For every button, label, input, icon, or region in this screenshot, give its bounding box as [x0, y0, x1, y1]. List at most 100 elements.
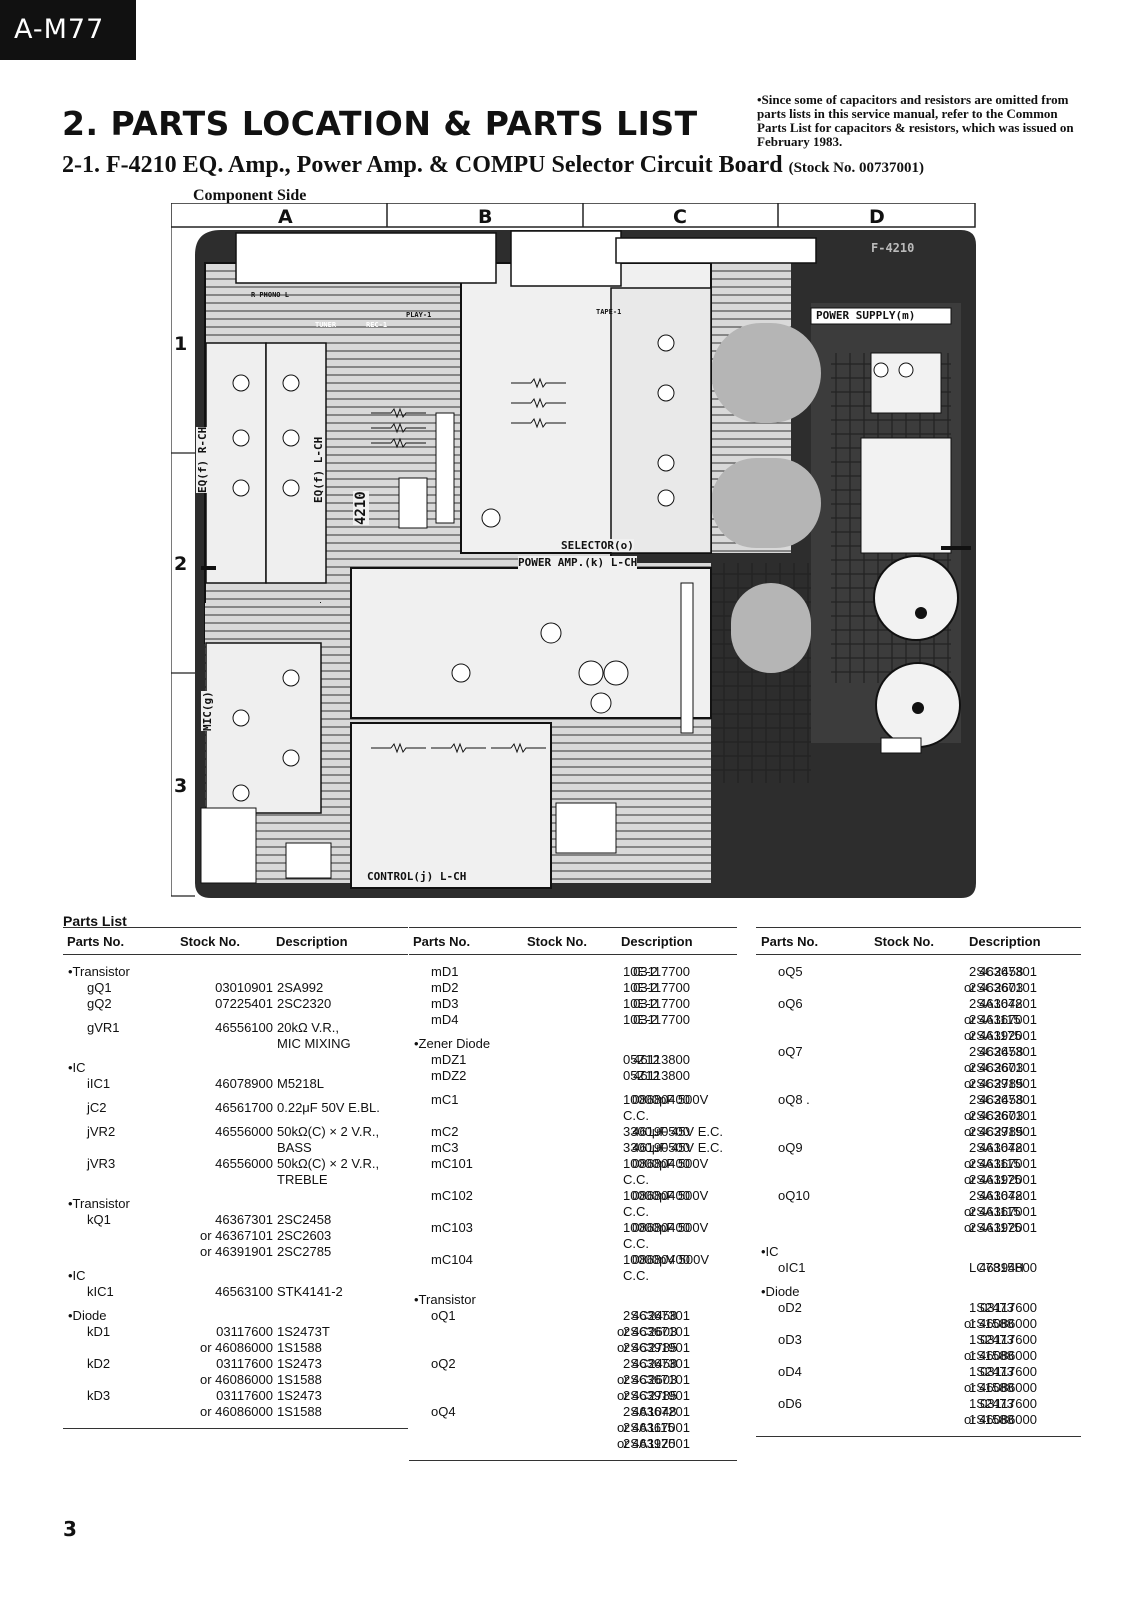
category-label: •Diode	[761, 1284, 800, 1299]
parts-list-column-1: Parts No. Stock No. Description •Transis…	[63, 927, 408, 1429]
stock-no: 08680400	[632, 1220, 690, 1235]
part-row: C.C.	[409, 1236, 737, 1252]
section-title: 2. PARTS LOCATION & PARTS LIST	[62, 104, 698, 143]
description: LC7815H	[969, 1260, 1024, 1275]
description: 1S1588	[969, 1348, 1014, 1363]
stock-no: 46563100	[215, 1284, 273, 1299]
stock-no: or 46367001	[616, 1420, 690, 1435]
description: 2SA1115	[969, 1012, 1021, 1027]
stock-no: 03117600	[980, 1396, 1037, 1411]
description: 1S2473	[969, 1364, 1014, 1379]
stock-no: or 46367101	[963, 1060, 1037, 1075]
stock-no: or 46367101	[616, 1372, 690, 1387]
parts-no: mC1	[431, 1092, 459, 1107]
mic-label: MIC(g)	[201, 691, 214, 731]
column-label-c: C	[673, 206, 687, 228]
stock-no: or 46391901	[963, 1076, 1037, 1091]
parts-no: mC2	[431, 1124, 459, 1139]
stock-no: or 46367101	[616, 1324, 690, 1339]
parts-no: kQ1	[87, 1212, 111, 1227]
spacer-row	[63, 1116, 408, 1124]
eq-l-ch-label: EQ(f) L-CH	[312, 436, 325, 503]
circuit-board-diagram: A B C D 1 2 3 POWER SUPPLY(m) SELECTOR(o…	[171, 203, 977, 899]
category-label: •IC	[68, 1060, 86, 1075]
stock-no: 46556100	[215, 1020, 273, 1035]
parts-no: gQ1	[87, 980, 112, 995]
category-row: •Transistor	[63, 1196, 408, 1212]
stock-no: 08680400	[632, 1188, 690, 1203]
description: 3300μF 45V E.C.	[623, 1140, 723, 1155]
stock-no: 46113800	[633, 1052, 690, 1067]
subtitle-text: 2-1. F-4210 EQ. Amp., Power Amp. & COMPU…	[62, 152, 783, 178]
description: C.C.	[623, 1236, 649, 1251]
rec-label: REC-1	[366, 321, 388, 329]
description: 2SA1175	[969, 1220, 1022, 1235]
parts-no: oD6	[778, 1396, 802, 1411]
category-row: •IC	[756, 1244, 1081, 1260]
stock-no: 46367301	[215, 1212, 273, 1227]
stock-no: 46561700	[215, 1100, 273, 1115]
description: 2SC2603	[969, 1060, 1024, 1075]
part-row: C.C.	[409, 1268, 737, 1284]
stock-no: or 46392001	[963, 1220, 1037, 1235]
parts-no: kD2	[87, 1356, 111, 1371]
stock-no: 03117700	[633, 980, 690, 995]
parts-no: gQ2	[87, 996, 112, 1011]
description: C.C.	[623, 1204, 649, 1219]
stock-no: 46367201	[979, 1140, 1037, 1155]
stock-no: 03117600	[216, 1388, 273, 1403]
stock-no: or 46086000	[199, 1372, 273, 1387]
parts-no: oQ6	[778, 996, 803, 1011]
category-row: •Diode	[63, 1308, 408, 1324]
description: 2SC2458	[623, 1356, 678, 1371]
parts-list-header: Parts No. Stock No. Description	[409, 927, 737, 955]
header-parts-no: Parts No.	[761, 934, 819, 949]
description: 50kΩ(C) × 2 V.R.,	[277, 1124, 380, 1139]
page-number: 3	[63, 1517, 77, 1541]
spacer-row	[63, 1300, 408, 1308]
description: 10000pF 500V	[623, 1220, 709, 1235]
description: 2SC2458	[969, 1044, 1024, 1059]
stock-no: or 46391901	[616, 1388, 690, 1403]
category-row: •Transistor	[63, 964, 408, 980]
description: 2SC2458	[277, 1212, 332, 1227]
description: MIC MIXING	[277, 1036, 351, 1051]
header-stock-no: Stock No.	[874, 934, 934, 949]
stock-no: 03117700	[633, 1012, 690, 1027]
stock-no: 46190500	[632, 1140, 690, 1155]
description: 2SA1175	[623, 1436, 676, 1451]
description: 1S2473	[277, 1388, 322, 1403]
parts-no: mC104	[431, 1252, 473, 1267]
stock-no: 46367201	[632, 1404, 690, 1419]
stock-no: 46394800	[979, 1260, 1037, 1275]
board-number-label: 4210	[353, 491, 369, 525]
parts-no: oD4	[778, 1364, 802, 1379]
category-label: •Transistor	[414, 1292, 476, 1307]
selector-label: SELECTOR(o)	[561, 539, 634, 552]
